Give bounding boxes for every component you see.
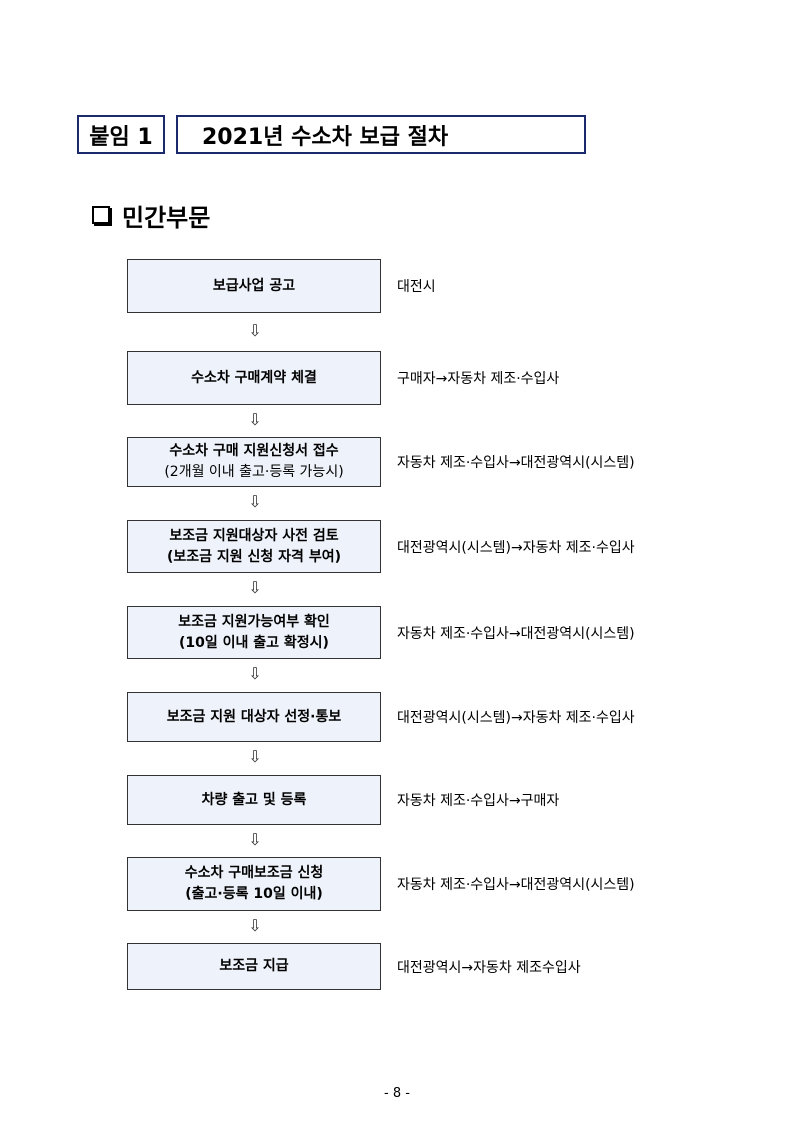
flow-step-8-line2: (출고·등록 10일 이내) (185, 886, 323, 902)
down-arrow-icon: ⇩ (248, 578, 262, 597)
flow-step-5-line1: 보조금 지원가능여부 확인 (178, 613, 330, 630)
flow-step-3-line1: 수소차 구매 지원신청서 접수 (169, 443, 339, 459)
flow-step-9-line1: 보조금 지급 (219, 958, 289, 974)
flow-step-9: 보조금 지급 (127, 943, 381, 990)
attachment-label: 붙임 1 (77, 115, 165, 154)
flow-step-9-note: 대전광역시→자동차 제조수입사 (397, 959, 581, 976)
flow-step-8: 수소차 구매보조금 신청 (출고·등록 10일 이내) (127, 857, 381, 911)
flow-step-3: 수소차 구매 지원신청서 접수 (2개월 이내 출고·등록 가능시) (127, 437, 381, 487)
flow-step-6: 보조금 지원 대상자 선정·통보 (127, 692, 381, 742)
flow-step-3-line2: (2개월 이내 출고·등록 가능시) (164, 464, 344, 480)
down-arrow-icon: ⇩ (248, 664, 262, 683)
flow-step-2: 수소차 구매계약 체결 (127, 351, 381, 405)
flow-step-6-note: 대전광역시(시스템)→자동차 제조·수입사 (397, 710, 635, 726)
flow-step-7-note: 자동차 제조·수입사→구매자 (397, 793, 560, 809)
down-arrow-icon: ⇩ (248, 747, 262, 766)
down-arrow-icon: ⇩ (248, 410, 262, 429)
section-heading-text: 민간부문 (122, 202, 211, 232)
flow-step-8-note: 자동차 제조·수입사→대전광역시(시스템) (397, 877, 635, 893)
flow-step-4-line2: (보조금 지원 신청 자격 부여) (167, 548, 341, 565)
flow-step-7-line1: 차량 출고 및 등록 (201, 791, 307, 808)
flow-step-4: 보조금 지원대상자 사전 검토 (보조금 지원 신청 자격 부여) (127, 520, 381, 573)
flow-step-5-note: 자동차 제조·수입사→대전광역시(시스템) (397, 625, 635, 642)
flow-step-1-note: 대전시 (397, 279, 436, 295)
flow-step-6-line1: 보조금 지원 대상자 선정·통보 (166, 708, 342, 725)
flow-step-4-line1: 보조금 지원대상자 사전 검토 (169, 527, 339, 544)
flow-step-1: 보급사업 공고 (127, 259, 381, 313)
flow-step-7: 차량 출고 및 등록 (127, 775, 381, 825)
document-title: 2021년 수소차 보급 절차 (176, 115, 586, 154)
down-arrow-icon: ⇩ (248, 321, 262, 340)
flow-step-5: 보조금 지원가능여부 확인 (10일 이내 출고 확정시) (127, 606, 381, 659)
flow-step-4-note: 대전광역시(시스템)→자동차 제조·수입사 (397, 539, 635, 556)
flow-step-1-line1: 보급사업 공고 (212, 277, 296, 294)
section-heading: 민간부문 (92, 200, 211, 232)
down-arrow-icon: ⇩ (248, 916, 262, 935)
flow-step-2-line1: 수소차 구매계약 체결 (191, 369, 317, 386)
down-arrow-icon: ⇩ (248, 830, 262, 849)
down-arrow-icon: ⇩ (248, 492, 262, 511)
checkbox-icon (92, 206, 110, 224)
flow-step-3-note: 자동차 제조·수입사→대전광역시(시스템) (397, 455, 635, 471)
flow-step-8-line1: 수소차 구매보조금 신청 (184, 865, 324, 881)
flow-step-5-line2: (10일 이내 출고 확정시) (179, 634, 329, 651)
flow-step-2-note: 구매자→자동차 제조·수입사 (397, 371, 560, 387)
page-number: - 8 - (384, 1086, 410, 1101)
